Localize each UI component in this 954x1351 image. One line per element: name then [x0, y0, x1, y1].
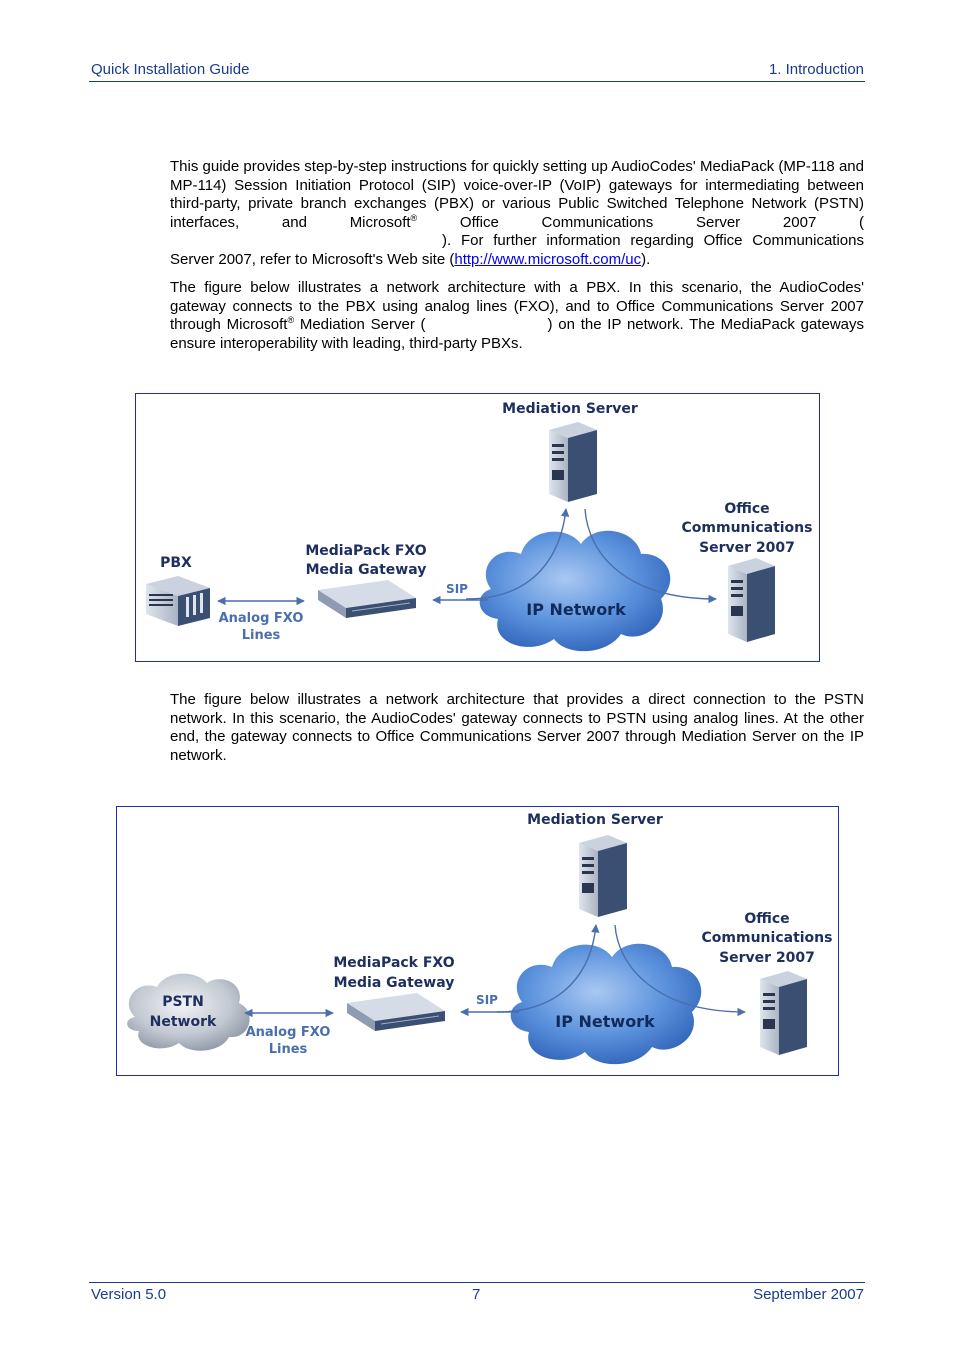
office-label-line3: Server 2007 — [699, 540, 795, 556]
header-rule — [89, 81, 865, 82]
pstn-network-cloud-icon — [127, 974, 249, 1051]
header-chapter-title: 1. Introduction — [769, 61, 864, 78]
pstn-label-line1: PSTN — [162, 994, 204, 1010]
pstn-label-line2: Network — [150, 1014, 217, 1030]
office-label-line1: Office — [724, 501, 769, 517]
footer-date: September 2007 — [753, 1286, 864, 1303]
intro-text-b: Office Communications Server 2007 ( — [417, 214, 864, 231]
analog-lines-label-line1: Analog FXO — [219, 611, 304, 626]
pbx-icon — [146, 576, 210, 626]
mediation-server-label: Mediation Server — [527, 812, 663, 828]
analog-lines-label-line2: Lines — [269, 1042, 308, 1057]
office-label-line2: Communications — [682, 520, 813, 536]
office-label-line1: Office — [744, 911, 789, 927]
footer-rule — [89, 1282, 865, 1283]
office-label-line3: Server 2007 — [719, 950, 815, 966]
ip-network-label: IP Network — [555, 1012, 655, 1031]
ip-network-cloud-icon — [511, 944, 702, 1064]
footer-version: Version 5.0 — [91, 1286, 166, 1303]
office-communications-server-icon — [760, 971, 807, 1055]
mediapack-gateway-icon — [318, 580, 416, 618]
intro-paragraph: This guide provides step-by-step instruc… — [170, 158, 864, 269]
mediapack-label-line1: MediaPack FXO — [333, 955, 454, 971]
office-communications-server-icon — [728, 558, 775, 642]
footer-page-number: 7 — [472, 1286, 480, 1303]
pbx-architecture-figure: Mediation Server Office Communications S… — [135, 393, 820, 662]
mediation-server-label: Mediation Server — [502, 401, 638, 417]
mediation-server-icon — [549, 422, 597, 502]
microsoft-uc-link[interactable]: http://www.microsoft.com/uc — [454, 251, 641, 268]
ip-network-label: IP Network — [526, 600, 626, 619]
pstn-architecture-figure: Mediation Server Office Communications S… — [116, 806, 839, 1076]
pbx-scenario-paragraph: The figure below illustrates a network a… — [170, 279, 864, 353]
mediation-server-icon — [579, 835, 627, 917]
intro-text-d: ). — [641, 251, 650, 268]
mediapack-label-line2: Media Gateway — [334, 975, 455, 991]
pstn-scenario-paragraph: The figure below illustrates a network a… — [170, 691, 864, 765]
mediapack-label-line1: MediaPack FXO — [305, 543, 426, 559]
mediapack-gateway-icon — [347, 993, 445, 1031]
pbx-text-b: Mediation Server ( — [294, 316, 425, 333]
ip-network-cloud-icon — [480, 531, 671, 651]
pbx-label: PBX — [160, 555, 192, 571]
analog-lines-label-line2: Lines — [242, 628, 281, 643]
sip-label: SIP — [446, 582, 468, 596]
sip-label: SIP — [476, 993, 498, 1007]
office-label-line2: Communications — [702, 930, 833, 946]
header-guide-title: Quick Installation Guide — [91, 61, 249, 78]
analog-lines-label-line1: Analog FXO — [246, 1025, 331, 1040]
mediapack-label-line2: Media Gateway — [306, 562, 427, 578]
